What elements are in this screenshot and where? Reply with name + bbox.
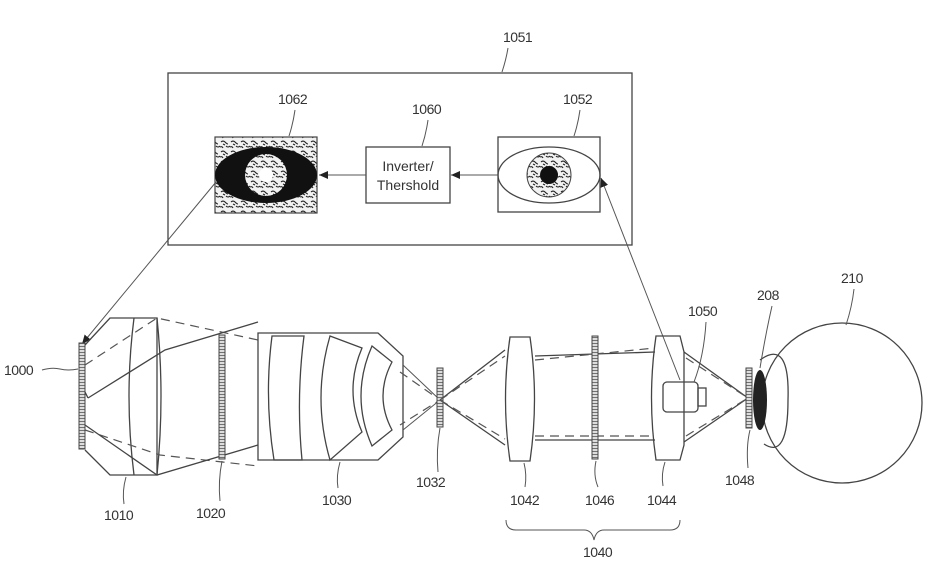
leader-208 bbox=[759, 305, 773, 369]
label-208: 208 bbox=[757, 287, 780, 303]
lens-1042 bbox=[504, 336, 536, 462]
label-1051: 1051 bbox=[503, 29, 533, 45]
leader-210 bbox=[845, 288, 855, 326]
relay-rays bbox=[439, 347, 656, 446]
leader-1051 bbox=[501, 47, 509, 73]
inverter-label-line2: Thershold bbox=[377, 177, 439, 193]
label-210: 210 bbox=[841, 270, 864, 286]
processing-frame bbox=[167, 72, 633, 246]
label-1060: 1060 bbox=[412, 101, 442, 117]
eye-tracking-camera-1050 bbox=[662, 381, 707, 413]
label-1040: 1040 bbox=[583, 544, 613, 560]
label-1048: 1048 bbox=[725, 472, 755, 488]
leader-1042 bbox=[523, 462, 527, 488]
leader-1030 bbox=[336, 461, 341, 489]
inverted-eye-image bbox=[214, 136, 318, 214]
label-1030: 1030 bbox=[322, 492, 352, 508]
bracket-1040 bbox=[505, 519, 681, 541]
arrow-camera-to-1052 bbox=[600, 177, 681, 381]
leader-1010 bbox=[122, 476, 127, 505]
label-1062: 1062 bbox=[278, 91, 308, 107]
label-1042: 1042 bbox=[510, 492, 540, 508]
leader-1044 bbox=[661, 461, 666, 487]
label-1010: 1010 bbox=[104, 507, 134, 523]
label-1020: 1020 bbox=[196, 505, 226, 521]
captured-eye-image bbox=[497, 136, 601, 213]
leader-1048 bbox=[746, 429, 751, 469]
label-1000: 1000 bbox=[4, 362, 34, 378]
leader-1050 bbox=[693, 321, 707, 383]
label-1044: 1044 bbox=[647, 492, 677, 508]
arrow-1062-to-display bbox=[81, 181, 217, 345]
leader-1060 bbox=[421, 119, 429, 147]
lens-group-1010 bbox=[84, 317, 259, 476]
filter-plate-1046 bbox=[591, 335, 599, 460]
leader-1000 bbox=[41, 367, 79, 371]
label-1046: 1046 bbox=[585, 492, 615, 508]
leader-1052 bbox=[573, 109, 581, 137]
eye-210 bbox=[753, 322, 923, 484]
display-panel-1000 bbox=[78, 342, 86, 450]
lens-group-1030 bbox=[257, 332, 442, 462]
label-1052: 1052 bbox=[563, 91, 593, 107]
filter-plate-1020 bbox=[218, 334, 226, 460]
inverter-label-line1: Inverter/ bbox=[382, 158, 433, 174]
eye-rays bbox=[683, 351, 749, 443]
label-1050: 1050 bbox=[688, 303, 718, 319]
label-1032: 1032 bbox=[416, 474, 446, 490]
cornea-208 bbox=[753, 370, 767, 430]
contact-lens-1048 bbox=[745, 367, 753, 429]
leader-1032 bbox=[436, 427, 441, 473]
leader-1020 bbox=[218, 460, 223, 502]
inverter-threshold-box bbox=[365, 146, 451, 204]
aperture-1032 bbox=[436, 367, 444, 428]
image-processing-unit: 1051 1062 Inverter/ Thershold 1060 1052 bbox=[167, 29, 633, 246]
leader-1062 bbox=[288, 109, 296, 137]
lens-1044 bbox=[650, 335, 685, 461]
leader-1046 bbox=[594, 460, 599, 488]
